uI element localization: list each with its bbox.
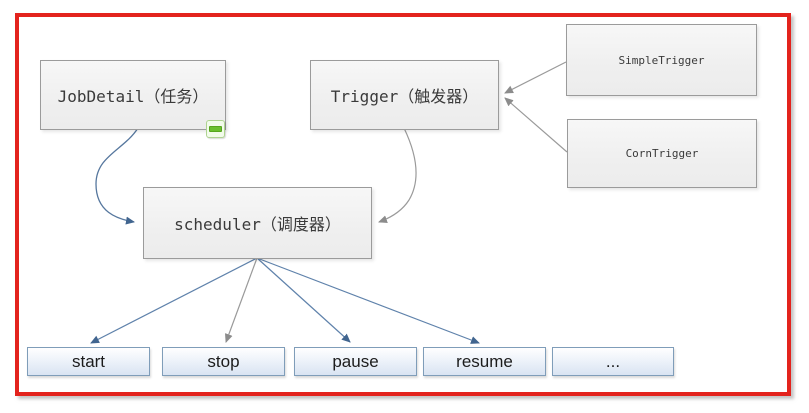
node-jobdetail: JobDetail（任务） bbox=[40, 60, 226, 130]
node-simpletrigger-label: SimpleTrigger bbox=[618, 53, 705, 67]
minus-collapse-icon bbox=[206, 120, 225, 138]
action-more-label: ... bbox=[605, 351, 621, 371]
action-start-label: start bbox=[71, 351, 106, 371]
node-simpletrigger: SimpleTrigger bbox=[566, 24, 757, 96]
action-pause-label: pause bbox=[332, 351, 379, 371]
action-box-start: start bbox=[27, 347, 150, 376]
minus-bar bbox=[209, 126, 222, 132]
action-stop-label: stop bbox=[207, 351, 240, 371]
action-box-pause: pause bbox=[294, 347, 417, 376]
node-corntrigger-label: CornTrigger bbox=[625, 147, 699, 160]
node-scheduler: scheduler（调度器） bbox=[143, 187, 372, 259]
node-corntrigger: CornTrigger bbox=[567, 119, 757, 188]
node-trigger: Trigger（触发器） bbox=[310, 60, 499, 130]
node-trigger-label: Trigger（触发器） bbox=[330, 87, 479, 106]
action-box-more: ... bbox=[552, 347, 674, 376]
action-box-resume: resume bbox=[423, 347, 546, 376]
action-resume-label: resume bbox=[456, 351, 513, 371]
action-box-stop: stop bbox=[162, 347, 285, 376]
node-jobdetail-label: JobDetail（任务） bbox=[57, 87, 209, 106]
node-scheduler-label: scheduler（调度器） bbox=[174, 215, 341, 234]
